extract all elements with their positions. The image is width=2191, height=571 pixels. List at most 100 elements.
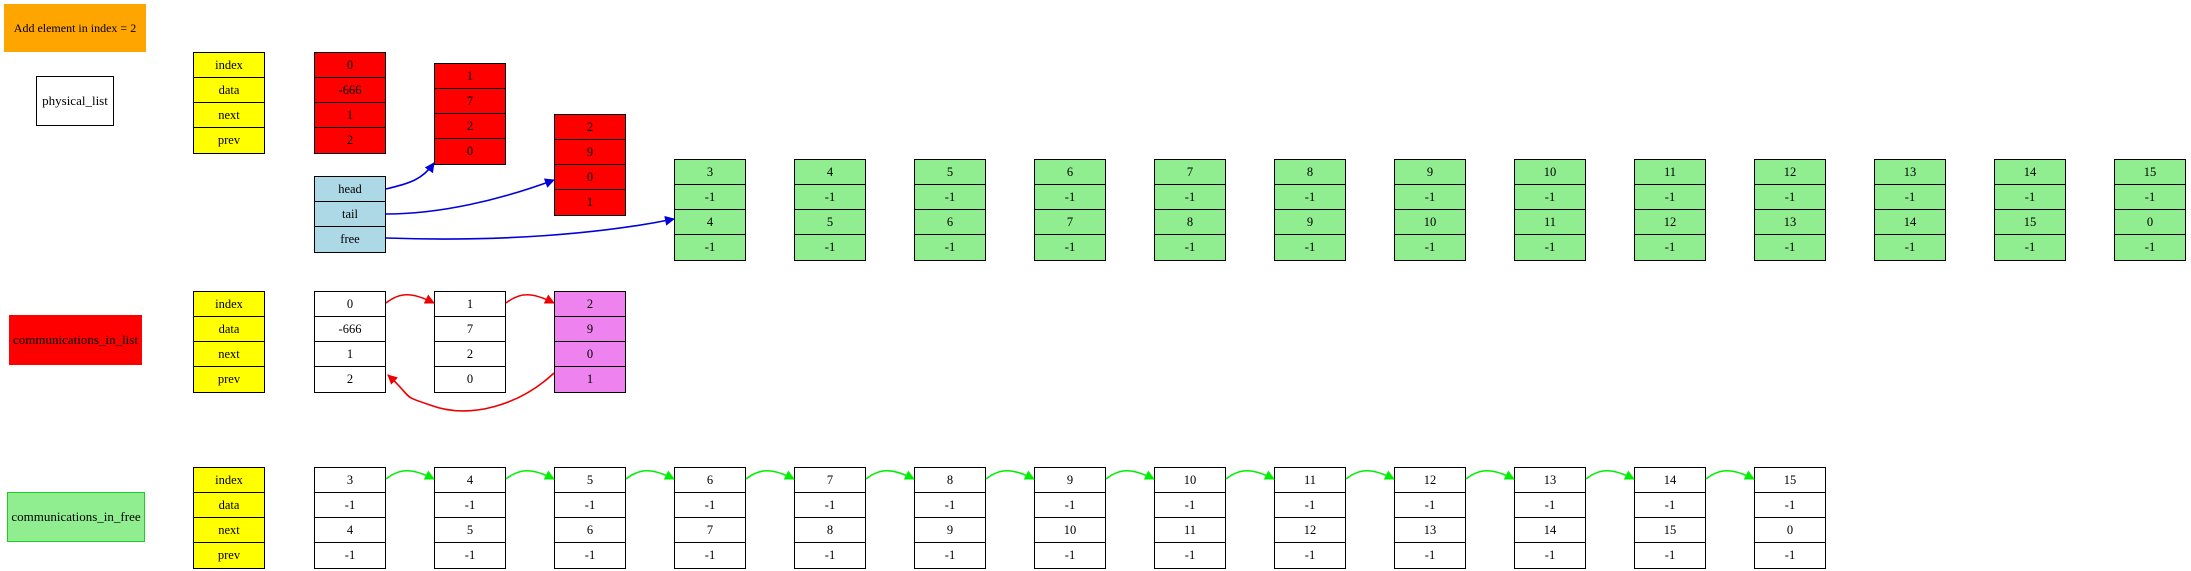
free-next-link-9 [1465,469,1515,480]
physical-node-prev-cell: 0 [466,144,474,158]
free-node-prev-cell: -1 [1184,548,1196,562]
free-node-prev-cell: -1 [344,548,356,562]
free-node-prev-cell: -1 [704,548,716,562]
physical-node-next-cell: 11 [1515,210,1585,235]
list-node-prev-cell: 0 [466,372,474,386]
free-next-link-8 [1345,469,1395,480]
physical-node-data-cell: 9 [555,140,625,165]
free-node-index-cell: 10 [1155,468,1225,493]
in-free-label: communications_in_free [7,492,145,542]
free-node-index-cell: 7 [795,468,865,493]
free-field-next: next [194,518,264,543]
free-node-data-cell: -1 [915,493,985,518]
free-node-prev-cell: -1 [824,548,836,562]
free-node-next-cell: 15 [1635,518,1705,543]
free-next-link-11 [1705,469,1755,480]
free-node-index-cell: 13 [1515,468,1585,493]
free-node-data-cell: -1 [435,493,505,518]
physical-field-data: data [194,78,264,103]
free-node-index-cell: 3 [315,468,385,493]
list-node-prev-cell: 2 [346,372,354,386]
free-next-link-3 [745,469,795,480]
physical-node-next-cell: 0 [555,165,625,190]
physical-node-index-cell: 13 [1875,160,1945,185]
list-node-index-cell: 0 [315,292,385,317]
free-next-link-4 [865,469,915,480]
physical-node-next-cell: 15 [1995,210,2065,235]
pointer-free-cell: free [340,232,360,246]
free-node-next-cell: 5 [435,518,505,543]
physical-node-next-cell: 5 [795,210,865,235]
free-node-data-cell: -1 [1155,493,1225,518]
free-node-data-cell: -1 [1035,493,1105,518]
title-box: Add element in index = 2 [4,4,146,52]
physical-node-prev-cell: -1 [2024,240,2036,254]
free-node-index-cell: 9 [1035,468,1105,493]
title-text: Add element in index = 2 [13,20,137,35]
free-node-index-cell: 15 [1755,468,1825,493]
free-node-next-cell: 7 [675,518,745,543]
physical-node-data-cell: -1 [915,185,985,210]
physical-node-index-cell: 9 [1395,160,1465,185]
list-node-index-cell: 2 [555,292,625,317]
free-next-link-6 [1105,469,1155,480]
free-node-next-cell: 9 [915,518,985,543]
physical-node-index-cell: 10 [1515,160,1585,185]
free-node-next-cell: 14 [1515,518,1585,543]
free-next-link-7 [1225,469,1275,480]
physical-node-index-cell: 2 [555,115,625,140]
free-node-index-cell: 14 [1635,468,1705,493]
physical-node-prev-cell: -1 [1784,240,1796,254]
list-node-data-cell: 9 [555,317,625,342]
list-node-next-cell: 0 [555,342,625,367]
list-field-prev: prev [217,372,241,386]
free-node-data-cell: -1 [1395,493,1465,518]
list-node-next-cell: 2 [435,342,505,367]
physical-node-data-cell: 7 [435,89,505,114]
free-node-prev-cell: -1 [584,548,596,562]
list-field-next: next [194,342,264,367]
physical-node-next-cell: 14 [1875,210,1945,235]
physical-node-next-cell: 13 [1755,210,1825,235]
list-node-data-cell: -666 [315,317,385,342]
free-node-index-cell: 12 [1395,468,1465,493]
physical-node-data-cell: -1 [1515,185,1585,210]
free-node-next-cell: 11 [1155,518,1225,543]
physical-node-prev-cell: -1 [1184,240,1196,254]
physical-list-label: physical_list [36,76,114,126]
physical-node-index-cell: 14 [1995,160,2065,185]
free-node-prev-cell: -1 [464,548,476,562]
free-node-prev-cell: -1 [1544,548,1556,562]
pointer-tail-cell: tail [315,202,385,227]
physical-node-next-cell: 9 [1275,210,1345,235]
free-next-link-10 [1585,469,1635,480]
physical-node-prev-cell: -1 [944,240,956,254]
free-next-link-0 [385,469,435,480]
free-node-index-cell: 8 [915,468,985,493]
physical-node-index-cell: 11 [1635,160,1705,185]
free-field-index: index [194,468,264,493]
list-node-next-cell: 1 [315,342,385,367]
free-next-link-2 [625,469,675,480]
list-node-data-cell: 7 [435,317,505,342]
list-prev-link [387,372,555,412]
physical-node-next-cell: 8 [1155,210,1225,235]
physical-node-prev-cell: -1 [704,240,716,254]
physical-node-index-cell: 3 [675,160,745,185]
